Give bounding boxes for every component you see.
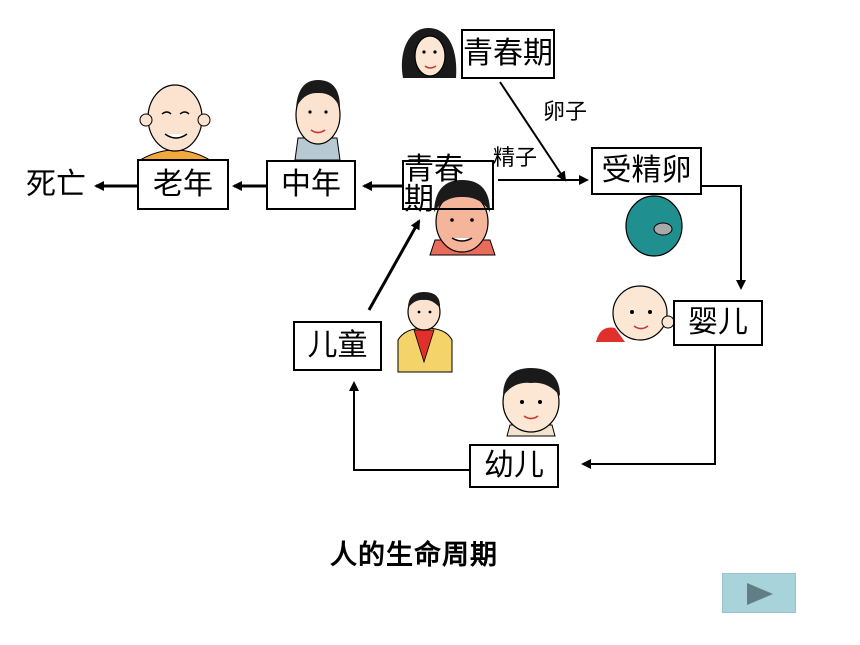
stage-youth-mid-label: 青春期 <box>404 152 464 217</box>
stage-toddler: 幼儿 <box>469 444 559 488</box>
middle-aged-man-portrait <box>294 80 341 161</box>
stage-middle-age: 中年 <box>266 160 356 210</box>
zygote-cell-icon <box>625 195 683 257</box>
stage-infant-label: 婴儿 <box>688 305 748 340</box>
stage-zygote-label: 受精卵 <box>601 153 692 188</box>
egg-arrow <box>499 81 567 182</box>
teen-girl-portrait <box>401 28 457 78</box>
play-triangle-icon <box>747 583 773 605</box>
stage-zygote: 受精卵 <box>591 147 702 195</box>
toddler-portrait <box>502 368 560 437</box>
next-slide-button[interactable] <box>722 573 796 613</box>
stage-youth-top: 青春期 <box>461 29 555 79</box>
stage-youth-top-label: 青春期 <box>463 36 553 71</box>
stage-child: 儿童 <box>293 321 382 371</box>
teen-boy-portrait <box>429 180 496 256</box>
stage-old-age-label: 老年 <box>153 166 213 202</box>
sperm-label: 精子 <box>493 146 538 171</box>
stage-child-label: 儿童 <box>307 328 368 363</box>
child-portrait <box>397 292 453 373</box>
diagram-caption: 人的生命周期 <box>330 540 498 571</box>
stage-youth-mid: 青春期 <box>402 155 494 215</box>
stage-death-label: 死亡 <box>26 167 86 202</box>
stage-old-age: 老年 <box>137 159 229 210</box>
child-to-youth-arrow <box>367 219 421 311</box>
stage-toddler-label: 幼儿 <box>484 448 544 483</box>
toddler-to-child-arrow <box>349 381 469 471</box>
old-man-portrait <box>139 84 211 166</box>
stage-infant: 婴儿 <box>673 300 763 346</box>
egg-label: 卵子 <box>543 100 588 125</box>
zygote-to-infant-arrow <box>700 185 746 290</box>
stage-middle-age-label: 中年 <box>281 167 341 202</box>
infant-to-toddler-arrow <box>581 346 716 469</box>
baby-portrait <box>596 285 675 342</box>
